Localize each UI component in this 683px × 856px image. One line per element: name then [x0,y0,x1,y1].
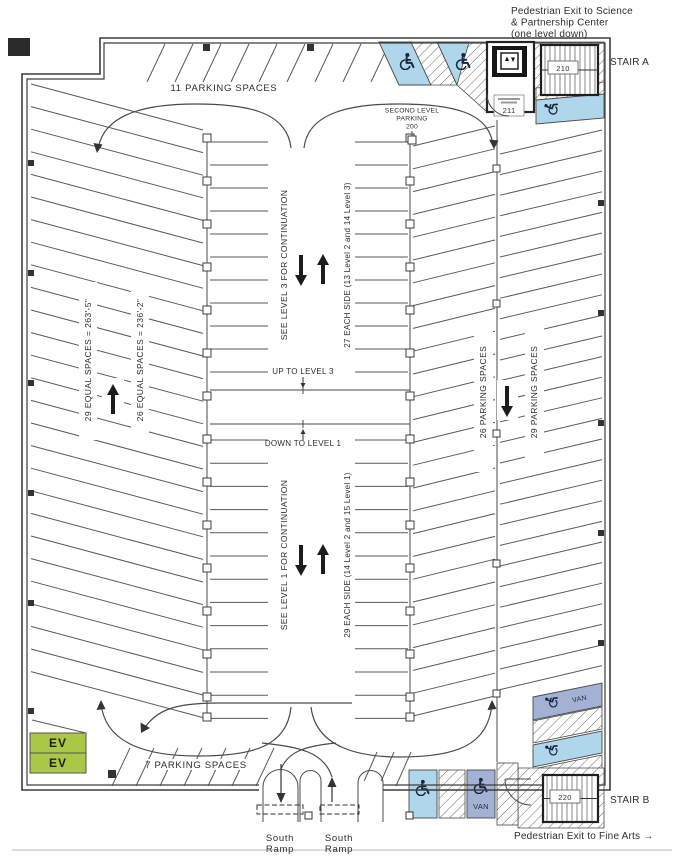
accessible-space-bottom [408,769,438,819]
building-walls [8,37,611,791]
ramp-gate [256,804,304,815]
second-level-room-number: 200 [406,124,418,131]
access-aisle-bottom [438,769,466,819]
ev-space-label: EV [49,756,67,770]
accessible-zones [29,41,605,829]
van-label-bottom: VAN [473,802,489,811]
see-level-1-note: SEE LEVEL 1 FOR CONTINUATION [279,480,289,631]
bottom-row-count-label: 7 PARKING SPACES [145,760,247,771]
van-accessible-space-right [532,682,603,721]
elevator-211 [485,40,536,117]
hatch-strip-left-of-stair-b [496,762,519,826]
left-dimension-outer: 29 EQUAL SPACES = 263'-5" [83,299,93,422]
top-row-stalls [146,43,418,83]
ramp-gate [319,804,360,815]
flow-direction-arrows [107,254,513,576]
stair-b-room-number: 220 [558,793,571,802]
up-ramp-arrow [327,777,337,787]
stair-a [539,43,600,97]
lower-each-side-count: 29 EACH SIDE (14 Level 2 and 15 Level 1) [343,472,352,637]
right-inner-count-label: 26 PARKING SPACES [478,346,488,438]
exit-note-science-line1: Pedestrian Exit to Science [511,6,633,17]
second-level-label-1: SECOND LEVEL [385,108,440,115]
ramp-mini-arrows [300,377,306,440]
exit-note-science-line3: (one level down) [511,29,588,40]
van-label-right: VAN [572,695,588,705]
ramp-lane-wall [357,770,384,822]
south-ramp-label-2-line1: South [325,833,353,844]
stair-a-room-number: 210 [556,64,569,73]
drive-aisle-arrows [93,103,499,778]
south-ramp-label-1-line1: South [266,833,294,844]
upper-each-side-count: 27 EACH SIDE (13 Level 2 and 14 Level 3) [343,182,352,347]
south-ramp-label-1-line2: Ramp [266,844,294,855]
access-aisle-right-1 [532,706,603,744]
column-lines [206,120,498,762]
plan-labels: Pedestrian Exit to Science & Partnership… [49,6,653,855]
stair-b [504,773,600,824]
stair-b-label: STAIR B [610,795,650,806]
down-to-level-1-label: DOWN TO LEVEL 1 [265,439,342,448]
accessible-space-right [532,730,603,768]
see-level-3-note: SEE LEVEL 3 FOR CONTINUATION [279,190,289,341]
right-wall-angled-stalls [499,129,603,691]
ramp-island [299,770,322,822]
label-masks [79,105,544,770]
elevator-room-number: 211 [503,106,516,115]
up-to-level-3-label: UP TO LEVEL 3 [272,367,334,376]
door-swing-arc [504,778,532,806]
center-bay-stall-ticks [210,141,408,719]
exit-note-science-line2: & Partnership Center [511,18,609,29]
ev-space-label: EV [49,736,67,750]
right-outer-count-label: 29 PARKING SPACES [529,346,539,438]
left-dimension-inner: 26 EQUAL SPACES = 236'-2" [135,299,145,422]
top-row-count-label: 11 PARKING SPACES [171,83,278,94]
down-ramp-arrow [276,793,286,803]
exit-note-fine-arts: Pedestrian Exit to Fine Arts → [514,831,653,842]
elevator-icon [500,52,519,70]
second-level-label-2: PARKING [396,116,428,123]
wall-pier [8,38,30,56]
door-swing-arc [486,93,510,117]
bottom-row-stalls [31,719,412,787]
south-ramp-label-2-line2: Ramp [325,844,353,855]
wall-piers [28,44,604,778]
stair-a-label: STAIR A [610,57,649,68]
ev-space-2 [29,752,87,774]
south-ramps [256,764,414,822]
